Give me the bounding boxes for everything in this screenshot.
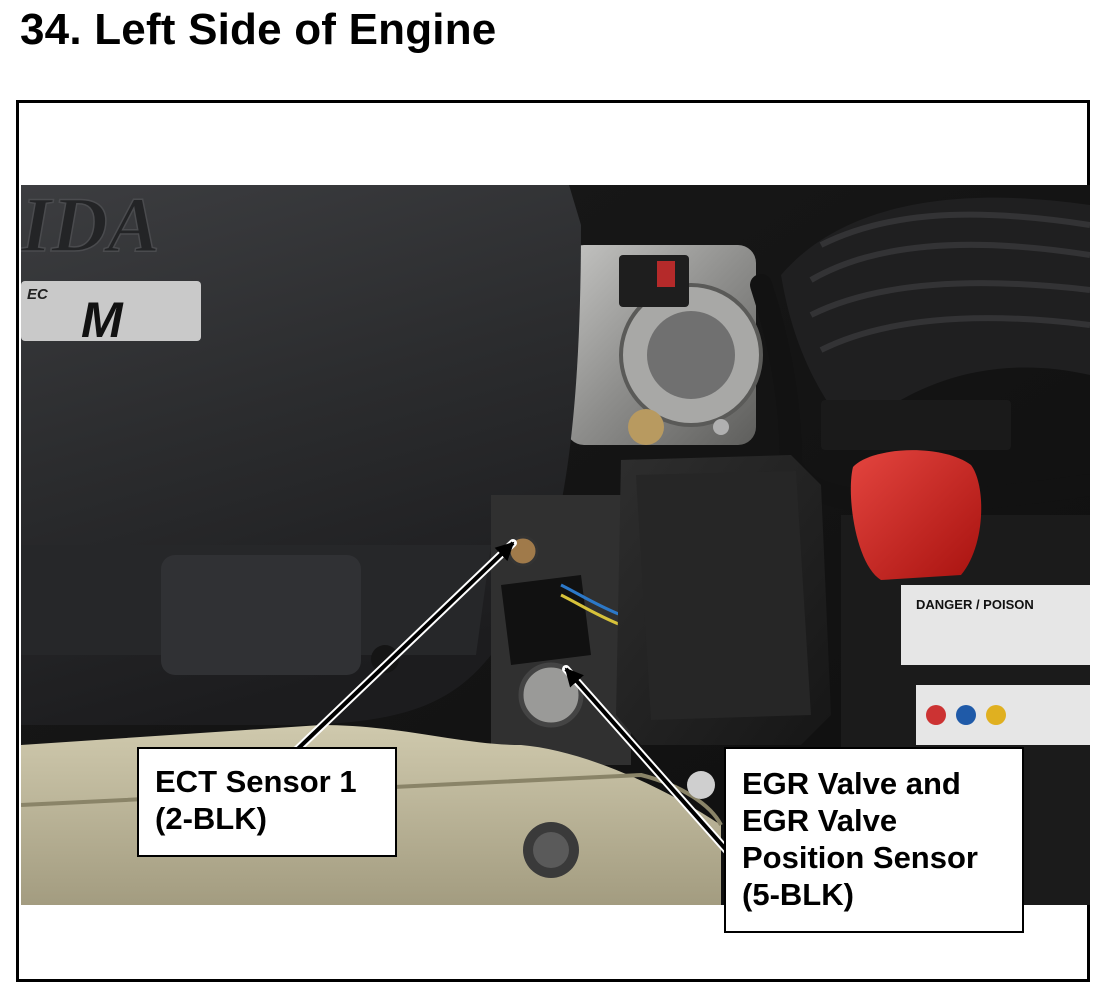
page-title: 34. Left Side of Engine	[20, 5, 497, 54]
air-intake-hose	[781, 197, 1090, 435]
egr-arrow	[564, 667, 731, 855]
battery-terminal-cap	[850, 450, 982, 580]
battery-warning-text: DANGER / POISON	[916, 597, 1034, 612]
battery-cable-cover	[821, 400, 1011, 450]
figure-frame: DANGER / POISON IDA EC M	[16, 100, 1090, 982]
engine-cover: IDA EC M	[21, 185, 581, 783]
callout-egr-valve: EGR Valve and EGR Valve Position Sensor …	[724, 747, 1024, 933]
callout-egr-line-4: (5-BLK)	[742, 877, 854, 912]
badge-small-text: EC	[27, 286, 49, 303]
ect-arrow	[281, 541, 515, 765]
egr-connector	[501, 575, 591, 665]
callout-ect-line-2: (2-BLK)	[155, 801, 267, 836]
badge-large-text: M	[81, 292, 124, 348]
callout-ect-line-1: ECT Sensor 1	[155, 764, 357, 799]
callout-egr-line-1: EGR Valve and	[742, 766, 961, 801]
callout-egr-line-2: EGR Valve	[742, 803, 898, 838]
brand-lettering: IDA	[21, 185, 160, 268]
relay-box	[616, 455, 831, 745]
callout-egr-line-3: Position Sensor	[742, 840, 978, 875]
throttle-body	[566, 245, 763, 445]
callout-ect-sensor: ECT Sensor 1 (2-BLK)	[137, 747, 397, 857]
